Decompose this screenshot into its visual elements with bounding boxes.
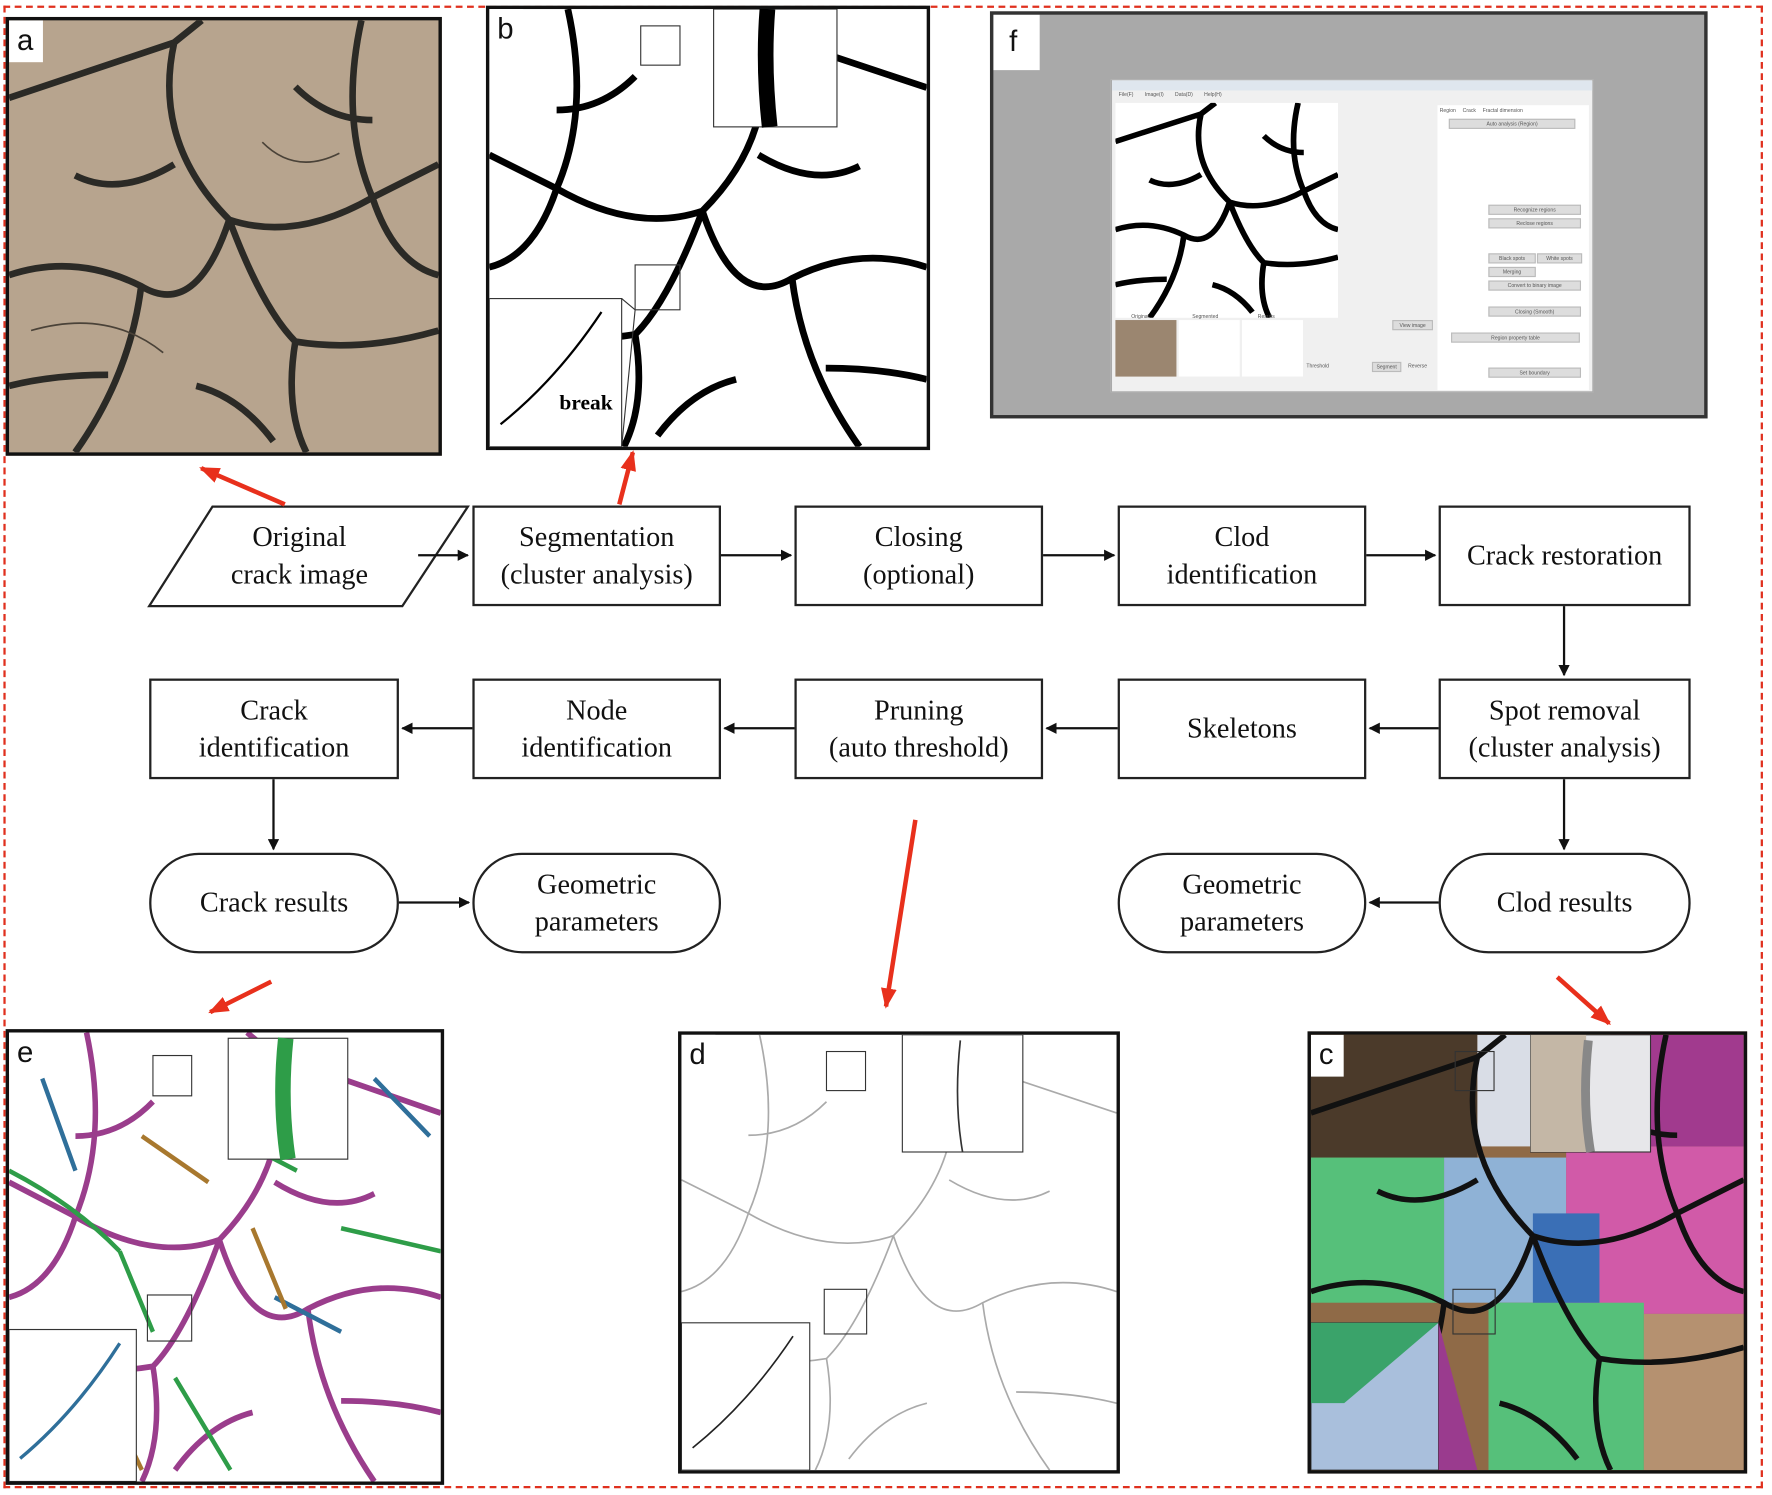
menu-help[interactable]: Help(H)	[1204, 91, 1222, 98]
result-geometric-parameters-right: Geometric parameters	[1117, 852, 1367, 954]
panel-e-crack-results: e	[5, 1029, 445, 1485]
threshold-label: Threshold	[1306, 363, 1330, 369]
step-clod-identification: Clod identification	[1117, 505, 1367, 607]
panel-label: c	[1310, 1034, 1344, 1077]
step-pruning: Pruning (auto threshold)	[794, 678, 1044, 780]
step-original-crack-image: Original crack image	[230, 521, 369, 590]
result-clod-results: Clod results	[1438, 852, 1691, 954]
step-closing: Closing (optional)	[794, 505, 1044, 607]
menu-image[interactable]: Image(I)	[1144, 91, 1164, 98]
result-crack-results: Crack results	[149, 852, 399, 954]
step-skeletons: Skeletons	[1117, 678, 1367, 780]
binary-button[interactable]: Convert to binary image	[1488, 280, 1582, 291]
panel-label: a	[9, 20, 44, 63]
original-box-shape	[147, 505, 470, 608]
closing-button[interactable]: Closing (Smooth)	[1488, 306, 1582, 317]
tab-fractal[interactable]: Fractal dimension	[1482, 107, 1523, 114]
recognize-regions-button[interactable]: Recognize regions	[1488, 204, 1582, 215]
step-segmentation: Segmentation (cluster analysis)	[472, 505, 722, 607]
view-image-button[interactable]: View image	[1392, 320, 1433, 331]
step-node-identification: Node identification	[472, 678, 722, 780]
reverse-checkbox[interactable]: Reverse	[1408, 363, 1428, 369]
window-titlebar	[1112, 80, 1593, 91]
step-crack-restoration: Crack restoration	[1438, 505, 1691, 607]
thumb-original[interactable]: Original	[1115, 313, 1177, 377]
panel-a-original-image: a	[5, 16, 442, 456]
break-annotation: break	[559, 391, 613, 417]
thumb-segmented[interactable]: Segmented	[1178, 313, 1240, 377]
image-view	[1115, 102, 1339, 318]
software-window: File(F) Image(I) Data(D) Help(H) Origina…	[1110, 79, 1594, 393]
panel-label: e	[9, 1032, 44, 1075]
menu-file[interactable]: File(F)	[1118, 91, 1134, 98]
panel-c-clod-results: c	[1307, 1031, 1748, 1474]
panel-label: b	[489, 9, 524, 51]
menu-data[interactable]: Data(D)	[1175, 91, 1193, 98]
panel-label: d	[681, 1034, 716, 1077]
step-spot-removal: Spot removal (cluster analysis)	[1438, 678, 1691, 780]
thumb-results[interactable]: Results	[1241, 313, 1304, 377]
step-crack-identification: Crack identification	[149, 678, 399, 780]
auto-analysis-button[interactable]: Auto analysis (Region)	[1448, 118, 1576, 129]
merging-button[interactable]: Merging	[1488, 266, 1536, 278]
panel-label: f	[993, 14, 1040, 71]
panel-b-segmented-image: b break	[485, 5, 931, 451]
segment-button[interactable]: Segment	[1371, 361, 1402, 373]
result-geometric-parameters-left: Geometric parameters	[472, 852, 722, 954]
set-boundary-button[interactable]: Set boundary	[1488, 367, 1582, 378]
white-spots-button[interactable]: White spots	[1536, 253, 1583, 264]
region-table-button[interactable]: Region property table	[1451, 332, 1580, 343]
panel-d-skeleton: d	[678, 1031, 1120, 1474]
tab-crack[interactable]: Crack	[1462, 107, 1476, 114]
tab-region[interactable]: Region	[1439, 107, 1456, 114]
menu-bar: File(F) Image(I) Data(D) Help(H)	[1112, 90, 1592, 99]
black-spots-button[interactable]: Black spots	[1488, 253, 1536, 264]
reclose-regions-button[interactable]: Reclose regions	[1488, 218, 1582, 229]
